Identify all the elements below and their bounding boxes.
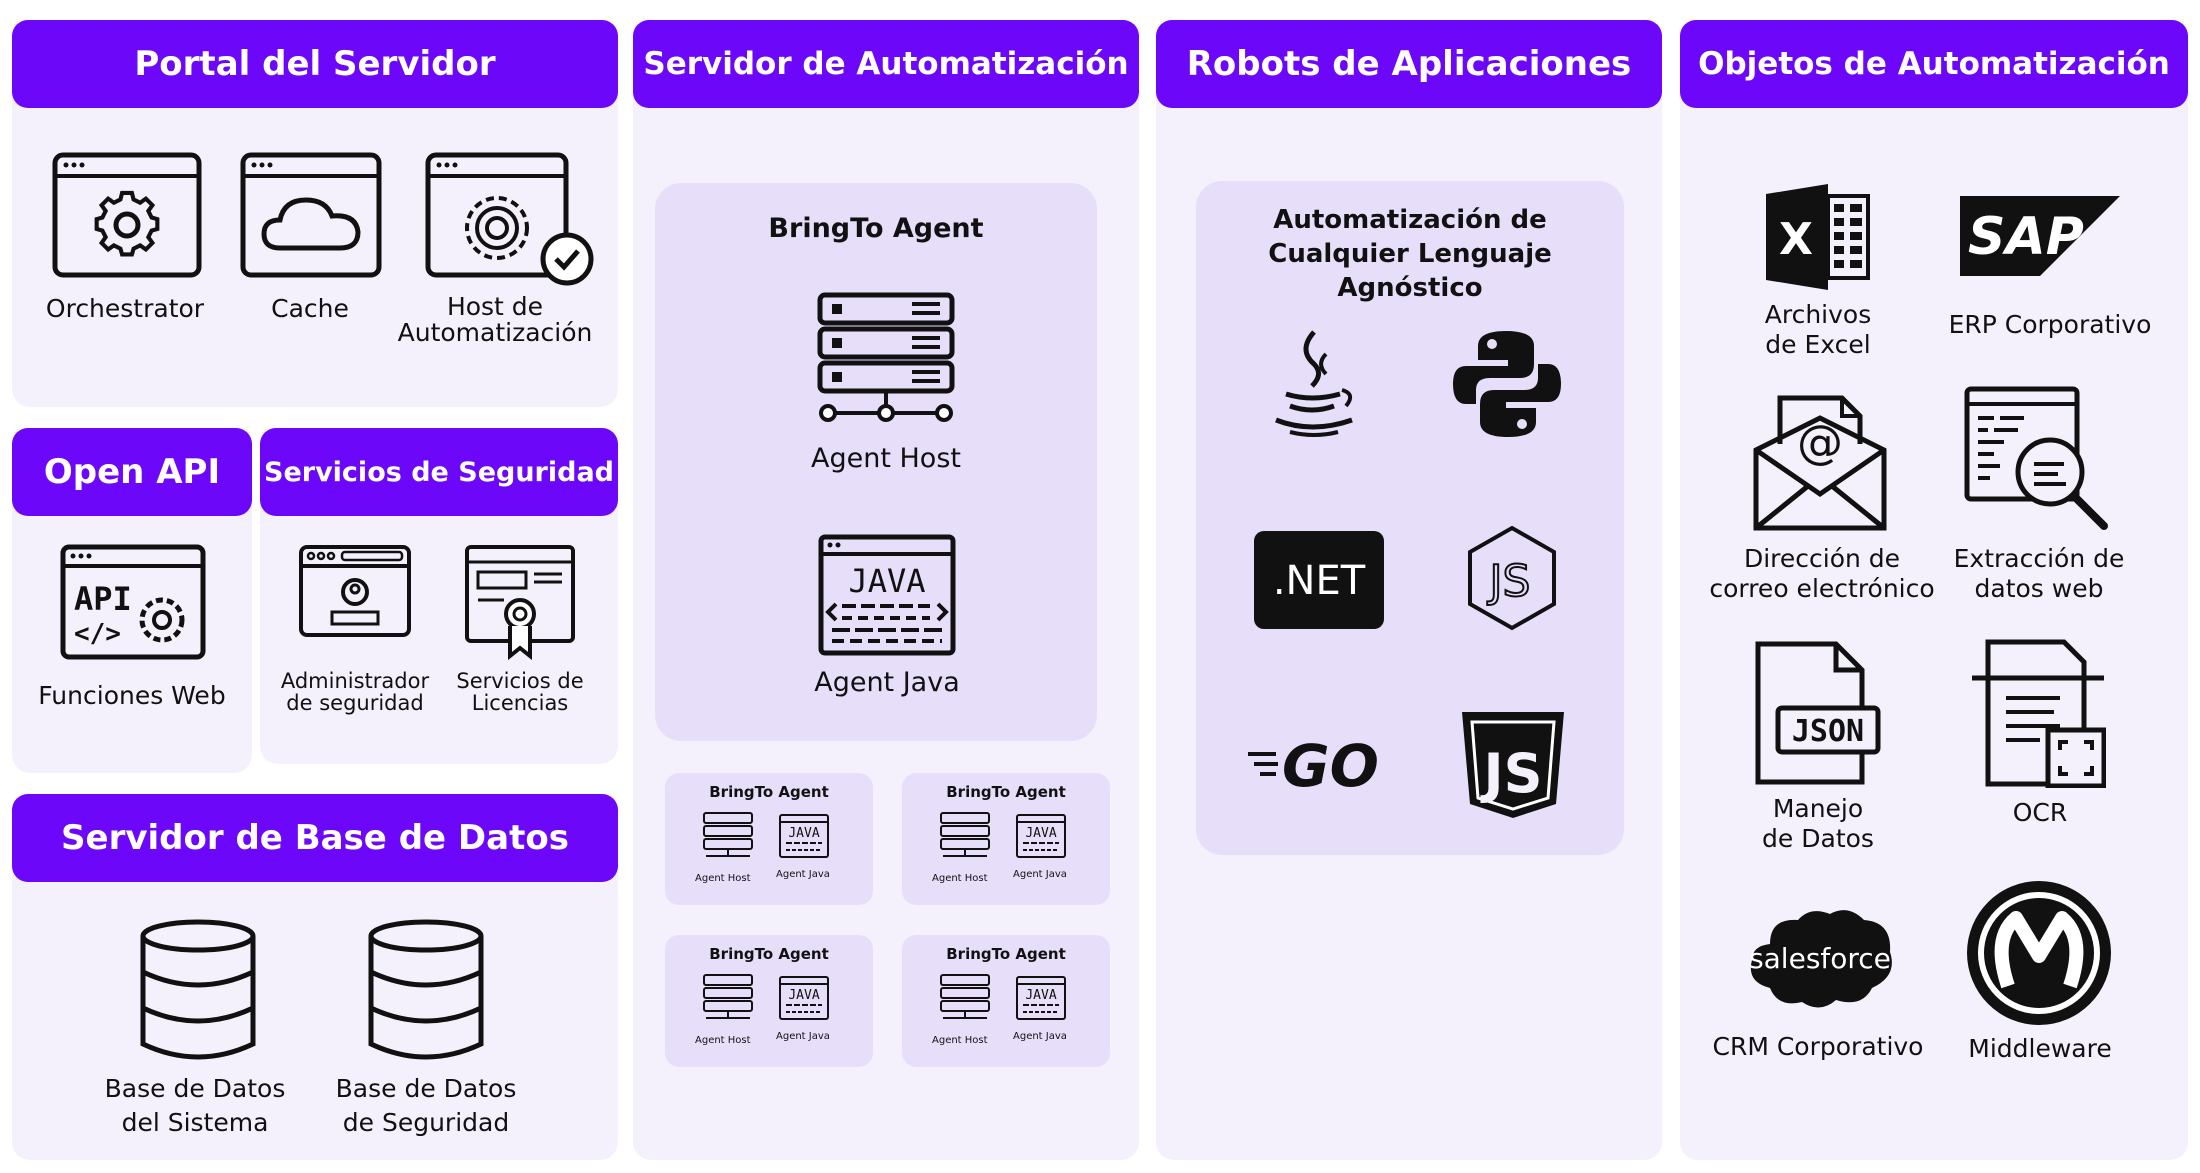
agent-card: BringTo Agent JAVA Agent Host Agent Java [665,935,873,1067]
sap-icon: SAP [1960,196,2120,276]
robots-header: Robots de Aplicaciones [1156,20,1662,108]
certificate-icon [464,544,576,664]
json-icon: JSON [1752,640,1882,786]
agent-card-java-label: Agent Java [776,869,830,880]
svg-text:.NET: .NET [1273,558,1366,604]
svg-text:</>: </> [74,619,121,649]
agent-card-host-label: Agent Host [695,1035,751,1046]
agent-java-label: Agent Java [814,667,960,698]
agent-card-title: BringTo Agent [709,945,829,963]
middleware-label: Middleware [1968,1034,2112,1063]
server-rack-icon [940,812,990,857]
python-icon [1450,328,1564,440]
server-rack-icon [703,974,753,1019]
security-database-icon [366,918,486,1062]
java-window-icon: JAVA [779,976,829,1020]
salesforce-icon: salesforce [1740,904,1900,1014]
languages-heading: Automatización de Cualquier Lenguaje Agn… [1268,205,1552,303]
agent-card: BringTo Agent JAVA Agent Host Agent Java [902,935,1110,1067]
svg-text:JAVA: JAVA [788,826,819,841]
agent-card: BringTo Agent JAVA Agent Host Agent Java [665,773,873,905]
java-window-icon: JAVA [1016,814,1066,858]
ocr-icon [1970,638,2106,788]
java-window-icon: JAVA [818,534,956,656]
agent-card-title: BringTo Agent [946,945,1066,963]
database-header: Servidor de Base de Datos [12,794,618,882]
admin-window-icon [298,544,412,638]
agent-card-host-label: Agent Host [932,873,988,884]
automation-host-label: Host de Automatización [397,292,593,347]
go-icon: GO [1246,734,1392,794]
svg-text:SAP: SAP [1968,207,2084,267]
agent-card-title: BringTo Agent [946,783,1066,801]
agent-box [655,183,1097,741]
portal-header: Portal del Servidor [12,20,618,108]
objects-header: Objetos de Automatización [1680,20,2188,108]
system-database-icon [138,918,258,1062]
web-functions-label: Funciones Web [38,681,226,710]
security-header: Servicios de Seguridad [260,428,618,516]
excel-label: Archivos de Excel [1764,300,1872,359]
cache-label: Cache [271,294,349,323]
svg-text:X: X [1779,214,1813,265]
svg-text:JS: JS [1480,742,1543,805]
server-rack-icon [703,812,753,857]
svg-text:JSON: JSON [1792,714,1864,749]
security-database-label: Base de Datos de Seguridad [335,1074,517,1137]
svg-text:JAVA: JAVA [1025,826,1056,841]
crm-label: CRM Corporativo [1712,1032,1924,1061]
json-label: Manejo de Datos [1762,794,1874,853]
agent-card-java-label: Agent Java [1013,1031,1067,1042]
cloud-window-icon [240,152,382,278]
open-api-header: Open API [12,428,252,516]
agent-card-title: BringTo Agent [709,783,829,801]
email-label: Dirección de correo electrónico [1709,544,1935,603]
api-icon: API</> [60,544,206,660]
svg-text:JAVA: JAVA [1025,988,1056,1003]
sap-label: ERP Corporativo [1948,310,2152,339]
automation-host-icon [425,152,595,292]
email-icon: @ [1752,394,1888,534]
agent-host-label: Agent Host [811,443,961,474]
agent-card-host-label: Agent Host [695,873,751,884]
mulesoft-icon [1964,878,2114,1028]
orchestrator-label: Orchestrator [45,294,205,323]
automation-server-header: Servidor de Automatización [633,20,1139,108]
agent-card-java-label: Agent Java [776,1031,830,1042]
nodejs-icon: JS [1466,524,1558,632]
agent-card: BringTo Agent JAVA Agent Host Agent Java [902,773,1110,905]
ocr-label: OCR [2012,798,2068,827]
excel-icon: X [1764,182,1872,292]
agent-title: BringTo Agent [768,213,984,244]
web-extraction-label: Extracción de datos web [1953,544,2125,603]
java-window-icon: JAVA [779,814,829,858]
web-extraction-icon [1964,386,2114,536]
java-icon [1268,328,1358,440]
gear-window-icon [52,152,202,278]
dotnet-icon: .NET [1254,531,1384,629]
svg-text:API: API [74,580,132,618]
security-admin-label: Administrador de seguridad [280,669,430,715]
svg-text:JAVA: JAVA [848,562,925,600]
java-window-icon: JAVA [1016,976,1066,1020]
svg-text:JS: JS [1487,556,1531,607]
server-rack-icon [816,292,956,426]
agent-card-host-label: Agent Host [932,1035,988,1046]
agent-card-java-label: Agent Java [1013,869,1067,880]
javascript-icon: JS [1460,710,1566,820]
svg-text:@: @ [1797,415,1843,469]
server-rack-icon [940,974,990,1019]
licenses-label: Servicios de Licencias [456,669,584,715]
system-database-label: Base de Datos del Sistema [104,1074,286,1137]
svg-text:salesforce: salesforce [1749,942,1891,975]
svg-text:JAVA: JAVA [788,988,819,1003]
svg-text:GO: GO [1282,734,1379,794]
